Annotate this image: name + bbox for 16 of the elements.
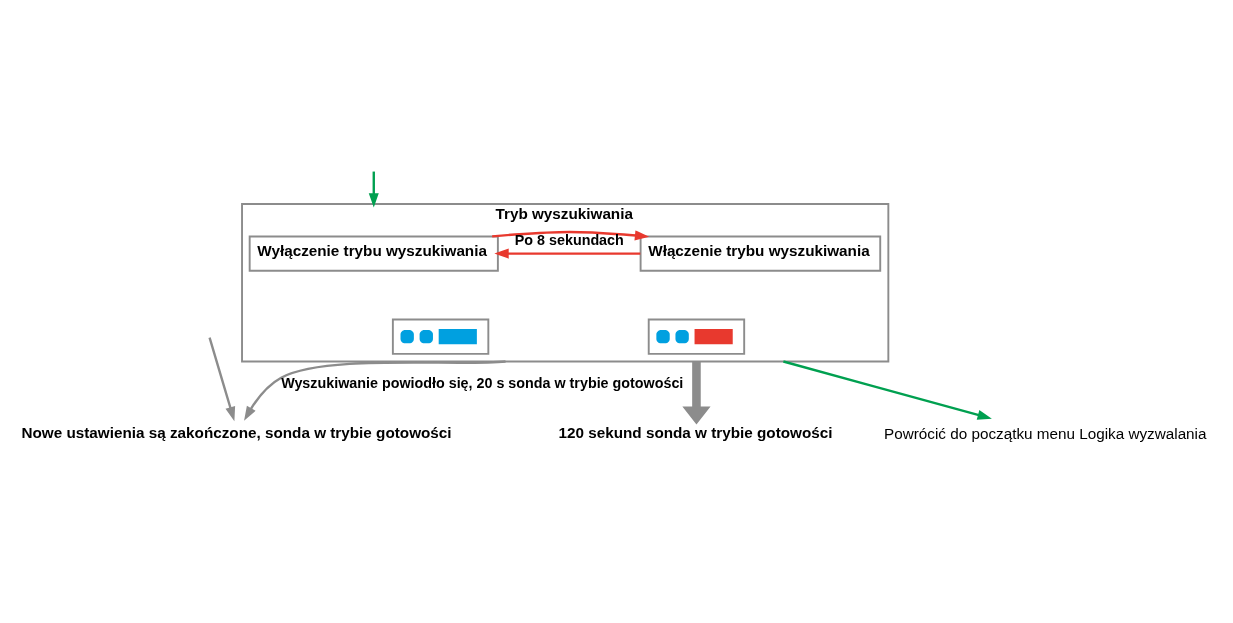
node-text: Powrócić do początku menu Logika wyzwalania	[884, 424, 1207, 442]
arrow	[783, 360, 992, 420]
edge-label: Po 8 sekundach	[514, 232, 624, 249]
arrow	[368, 171, 379, 208]
edge-label: Wyszukiwanie powiodło się, 20 s sonda w trybie gotowości	[281, 375, 684, 392]
node-text: 120 sekund sonda w trybie gotowości	[558, 423, 833, 441]
arrow	[244, 360, 506, 421]
arrow	[682, 361, 711, 425]
arrow	[208, 337, 236, 422]
node-text: Nowe ustawienia są zakończone, sonda w trybie gotowości	[21, 423, 452, 441]
arrow	[492, 230, 650, 241]
node-box: Włączenie trybu wyszukiwania	[639, 235, 882, 272]
node-picture	[391, 318, 490, 355]
node-box: Wyłączenie trybu wyszukiwania	[248, 235, 499, 272]
node-picture	[647, 318, 746, 355]
arrow	[494, 248, 641, 259]
